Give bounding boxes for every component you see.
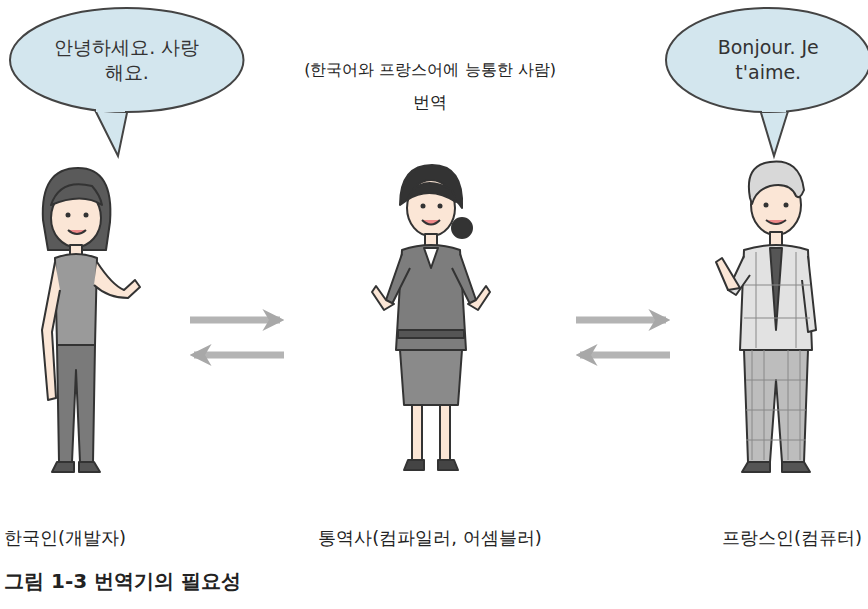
person-label: 한국인(개발자) [4,526,126,550]
person-node: 한국인(개발자) [4,150,184,550]
note-text: (한국어와 프랑스어에 능통한 사람) [304,60,556,81]
figure-caption: 그림 1-3 번역기의 필요성 [4,568,241,595]
bubble-tail [759,106,789,156]
translation-arrow [194,352,284,359]
bubble-outline [8,6,246,114]
bubble-join [96,108,125,112]
bubble-body [666,8,868,112]
speech-text: Bonjour. Je t'aime. [703,35,833,84]
translation-arrow [190,317,280,324]
role-text: 번역 [413,91,447,114]
interpreter-figure [372,165,490,470]
speech-bubble: 안녕하세요. 사랑해요. [8,6,246,114]
person-label: 통역사(컴파일러, 어셈블러) [318,526,542,550]
translation-arrow [580,352,670,359]
speech-bubble: Bonjour. Je t'aime. [664,6,868,114]
person-node: (한국어와 프랑스어에 능통한 사람) 번역통역사(컴파일러, 어셈블러) [290,60,570,550]
bubble-body [10,8,244,112]
korean-developer-figure [42,168,140,472]
bubble-tail [93,106,128,156]
translation-arrow [576,317,666,324]
bubble-outline [664,6,868,114]
bubble-join [762,108,786,112]
person-label: 프랑스인(컴퓨터) [722,526,862,550]
text-group: (한국어와 프랑스어에 능통한 사람) 번역 [304,60,556,114]
speech-text: 안녕하세요. 사랑해요. [52,35,202,84]
french-computer-figure [716,162,816,472]
person-node: 프랑스인(컴퓨터) [676,150,862,550]
